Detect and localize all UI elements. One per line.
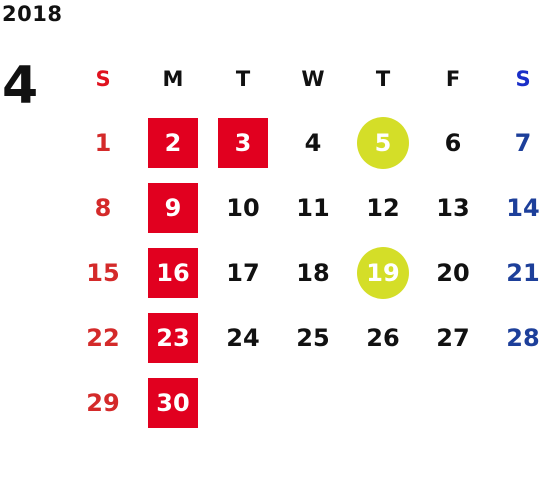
- day-cell: 18: [296, 258, 330, 287]
- week-row-4: 22 23 24 25 26 27 28: [68, 305, 548, 370]
- week-row-1: 1 2 3 4 5 6 7: [68, 110, 548, 175]
- day-cell: 21: [506, 258, 540, 287]
- day-cell: 10: [226, 193, 260, 222]
- day-cell: 17: [226, 258, 260, 287]
- weekday-sunday: S: [95, 67, 111, 91]
- day-cell: 24: [226, 323, 260, 352]
- weekday-friday: F: [445, 67, 461, 91]
- day-cell-highlighted: 16: [148, 247, 198, 298]
- day-cell-circled: 5: [357, 116, 409, 169]
- week-row-3: 15 16 17 18 19 20 21: [68, 240, 548, 305]
- day-cell: 6: [444, 128, 462, 157]
- weekday-wednesday: W: [301, 67, 325, 91]
- weekday-saturday: S: [515, 67, 531, 91]
- weekday-monday: M: [162, 67, 184, 91]
- day-cell: 11: [296, 193, 330, 222]
- day-cell: 4: [304, 128, 322, 157]
- day-cell: 1: [94, 128, 112, 157]
- day-cell-circled: 19: [357, 246, 409, 299]
- day-cell: 8: [94, 193, 112, 222]
- day-cell: 25: [296, 323, 330, 352]
- day-cell: 13: [436, 193, 470, 222]
- calendar-grid: S M T W T F S 1 2 3 4 5 6 7 8 9 10 11 12…: [68, 48, 548, 435]
- weekday-header-row: S M T W T F S: [68, 48, 548, 110]
- weekday-tuesday: T: [235, 67, 251, 91]
- weekday-thursday: T: [375, 67, 391, 91]
- day-cell: 22: [86, 323, 120, 352]
- day-cell: 28: [506, 323, 540, 352]
- day-cell-highlighted: 30: [148, 377, 198, 428]
- day-cell: 20: [436, 258, 470, 287]
- day-cell: 14: [506, 193, 540, 222]
- day-cell: 7: [514, 128, 532, 157]
- week-row-5: 29 30: [68, 370, 548, 435]
- day-cell-highlighted: 2: [148, 117, 198, 168]
- year-label: 2018: [2, 2, 63, 26]
- day-cell-highlighted: 23: [148, 312, 198, 363]
- day-cell: 15: [86, 258, 120, 287]
- day-cell: 26: [366, 323, 400, 352]
- day-cell-highlighted: 9: [148, 182, 198, 233]
- day-cell: 12: [366, 193, 400, 222]
- month-number: 4: [2, 56, 39, 116]
- day-cell: 29: [86, 388, 120, 417]
- day-cell: 27: [436, 323, 470, 352]
- day-cell-highlighted: 3: [218, 117, 268, 168]
- week-row-2: 8 9 10 11 12 13 14: [68, 175, 548, 240]
